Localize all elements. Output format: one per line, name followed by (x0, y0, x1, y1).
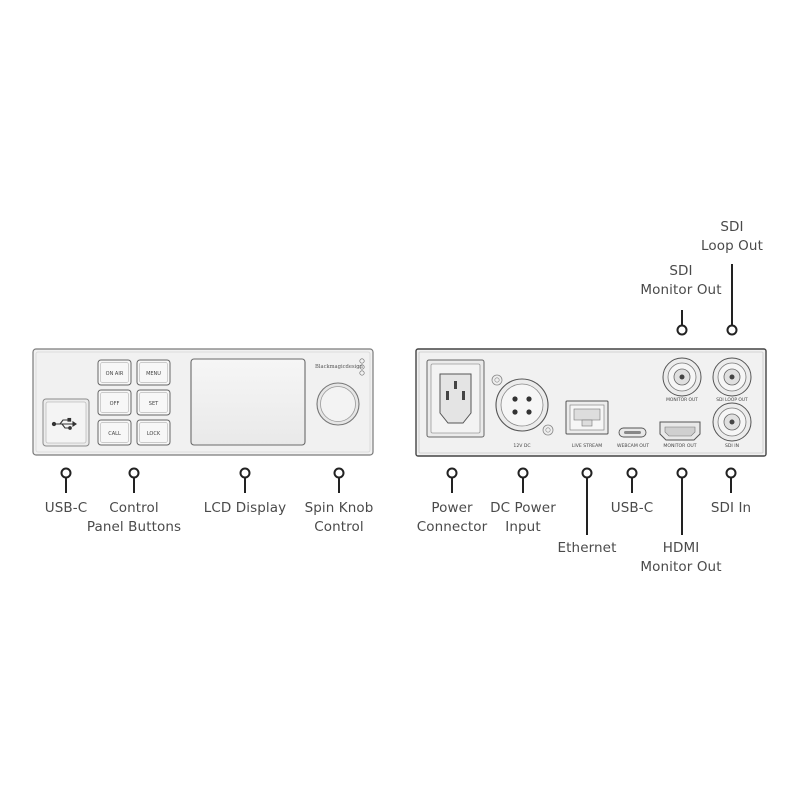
callout-lcd-display: LCD Display (203, 500, 287, 516)
front-panel: ON AIR MENU OFF SET CALL LOCK Blackmagicdesig… (32, 348, 374, 456)
spin-knob (316, 382, 360, 426)
control-button-on-air: ON AIR (97, 359, 132, 386)
sdi-monitor-out-port (662, 357, 702, 397)
power-connector (426, 359, 485, 438)
ethernet-port (565, 400, 609, 435)
hdmi-port (659, 421, 701, 441)
control-button-set: SET (136, 389, 171, 416)
control-button-menu: MENU (136, 359, 171, 386)
control-button-label: SET (149, 401, 159, 407)
webcam-port-label: WEBCAM OUT (617, 443, 649, 449)
callout-ethernet: Ethernet (557, 540, 617, 556)
callout-sdi-loop-out: SDI Loop Out (701, 219, 763, 254)
control-button-label: ON AIR (106, 371, 124, 377)
callout-control-panel-buttons: Control Panel Buttons (86, 500, 182, 535)
sdi-loop-out-port (712, 357, 752, 397)
brand-circles (359, 358, 365, 376)
control-button-label: MENU (146, 371, 161, 377)
callout-dc-power-input: DC Power Input (490, 500, 556, 535)
callout-spin-knob-control: Spin Knob Control (304, 500, 374, 535)
control-button-call: CALL (97, 419, 132, 446)
rear-usb-c-port (618, 427, 647, 438)
dc-port-label: 12V DC (513, 443, 530, 449)
control-button-label: OFF (110, 401, 120, 407)
lcd-display (190, 358, 306, 446)
control-button-label: CALL (108, 431, 121, 437)
callout-power-connector: Power Connector (416, 500, 488, 535)
callout-sdi-in: SDI In (710, 500, 752, 516)
dc-power-input (495, 378, 549, 432)
callout-sdi-monitor-out: SDI Monitor Out (640, 263, 722, 298)
control-button-off: OFF (97, 389, 132, 416)
sdi-in-port (712, 402, 752, 442)
control-button-lock: LOCK (136, 419, 171, 446)
control-button-label: LOCK (147, 431, 161, 437)
sdi-monitor-port-label: MONITOR OUT (666, 397, 698, 403)
sdi-in-port-label: SDI IN (725, 443, 739, 449)
callout-usb-c-rear: USB-C (610, 500, 654, 516)
callout-usb-c-front: USB-C (44, 500, 88, 516)
callout-hdmi-monitor-out: HDMI Monitor Out (640, 540, 722, 575)
rear-panel: 12V DC LIVE STREAM WEBCAM OUT MONITOR OU… (415, 348, 767, 457)
usb-icon (51, 417, 77, 430)
callout-leaders (60, 264, 738, 535)
control-panel-buttons: ON AIR MENU OFF SET CALL LOCK (97, 359, 171, 446)
front-usb-c-port (42, 398, 90, 447)
ethernet-port-label: LIVE STREAM (572, 443, 602, 449)
hdmi-port-label: MONITOR OUT (663, 443, 696, 449)
sdi-loop-port-label: SDI LOOP OUT (716, 397, 748, 403)
brand-logo: Blackmagicdesign (315, 364, 364, 370)
